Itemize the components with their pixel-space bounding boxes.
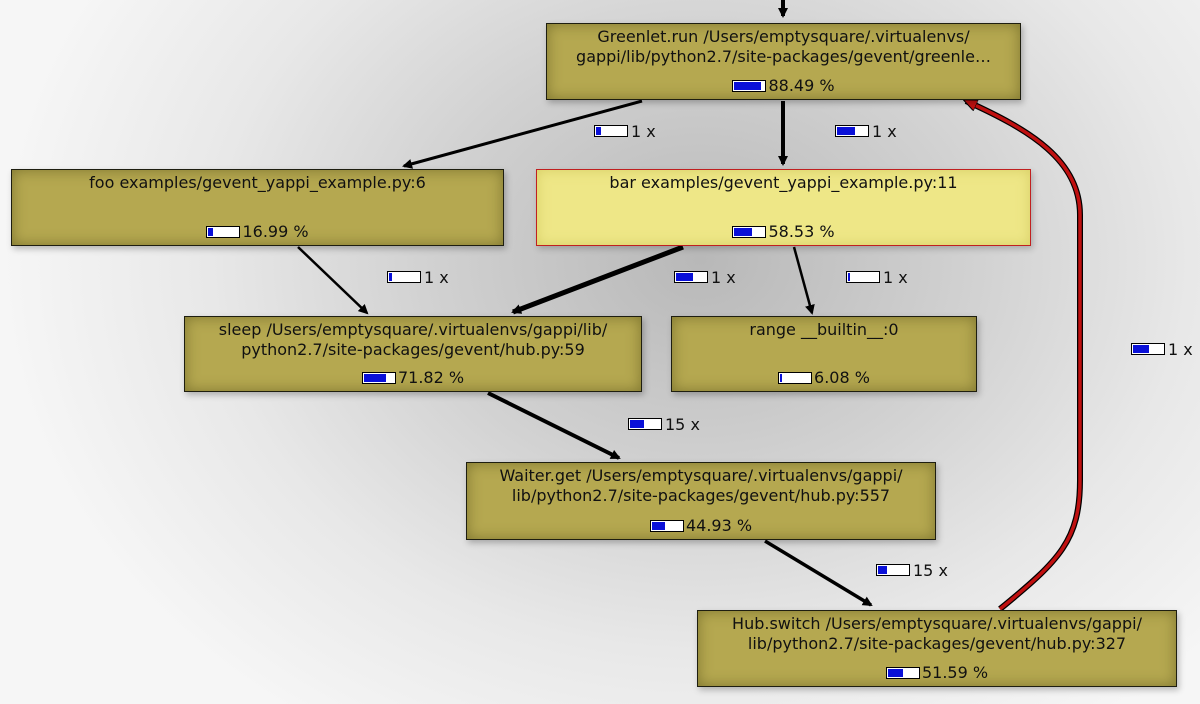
node-range[interactable]: range __builtin__:0 6.08 % bbox=[671, 316, 977, 392]
percent-bar bbox=[732, 226, 767, 238]
node-percent: 58.53 % bbox=[768, 222, 835, 241]
edge-bar bbox=[674, 271, 708, 283]
percent-bar bbox=[649, 520, 684, 532]
edge-bar bbox=[387, 271, 421, 283]
percent-bar bbox=[206, 226, 241, 238]
edge-waiter-hub bbox=[764, 539, 873, 607]
edge-label-hub-greenlet: 1 x bbox=[1131, 339, 1193, 359]
percent-bar bbox=[885, 667, 920, 679]
node-title: Waiter.get /Users/emptysquare/.virtualen… bbox=[499, 466, 903, 505]
edge-count: 1 x bbox=[424, 267, 449, 287]
edge-label-greenlet-bar: 1 x bbox=[835, 121, 897, 141]
edge-label-foo-sleep: 1 x bbox=[387, 267, 449, 287]
node-title: range __builtin__:0 bbox=[749, 320, 899, 339]
edge-count: 15 x bbox=[665, 414, 700, 434]
edge-bar bbox=[876, 564, 910, 576]
node-percent: 71.82 % bbox=[397, 368, 465, 387]
edge-bar bbox=[846, 271, 880, 283]
node-bar[interactable]: bar examples/gevent_yappi_example.py:11 … bbox=[536, 169, 1031, 246]
edge-label-greenlet-foo: 1 x bbox=[594, 121, 656, 141]
node-hub-switch[interactable]: Hub.switch /Users/emptysquare/.virtualen… bbox=[697, 610, 1177, 687]
edge-bar bbox=[835, 125, 869, 137]
edge-count: 1 x bbox=[631, 121, 656, 141]
edge-bar bbox=[594, 125, 628, 137]
edge-bar-range bbox=[792, 246, 815, 315]
node-title: Hub.switch /Users/emptysquare/.virtualen… bbox=[732, 614, 1142, 653]
edge-label-bar-range: 1 x bbox=[846, 267, 908, 287]
edge-foo-sleep bbox=[297, 246, 369, 315]
edge-label-sleep-waiter: 15 x bbox=[628, 414, 700, 434]
percent-bar bbox=[778, 372, 813, 384]
edge-count: 15 x bbox=[913, 560, 948, 580]
node-percent: 88.49 % bbox=[768, 76, 835, 95]
node-percent: 16.99 % bbox=[242, 222, 309, 241]
node-sleep[interactable]: sleep /Users/emptysquare/.virtualenvs/ga… bbox=[184, 316, 642, 392]
edge-count: 1 x bbox=[711, 267, 736, 287]
node-title: Greenlet.run /Users/emptysquare/.virtual… bbox=[576, 27, 991, 66]
edge-greenlet-foo bbox=[402, 99, 643, 169]
node-greenlet-run[interactable]: Greenlet.run /Users/emptysquare/.virtual… bbox=[546, 23, 1021, 100]
edge-bar bbox=[1131, 343, 1165, 355]
edge-label-waiter-hub: 15 x bbox=[876, 560, 948, 580]
node-title: sleep /Users/emptysquare/.virtualenvs/ga… bbox=[218, 320, 608, 359]
node-percent: 6.08 % bbox=[814, 368, 870, 387]
node-waiter-get[interactable]: Waiter.get /Users/emptysquare/.virtualen… bbox=[466, 462, 936, 540]
edge-bar-sleep bbox=[511, 244, 684, 315]
edge-bar bbox=[628, 418, 662, 430]
edge-label-bar-sleep: 1 x bbox=[674, 267, 736, 287]
node-title: foo examples/gevent_yappi_example.py:6 bbox=[89, 173, 426, 192]
edge-sleep-waiter bbox=[487, 391, 621, 460]
node-title: bar examples/gevent_yappi_example.py:11 bbox=[609, 173, 958, 192]
node-percent: 51.59 % bbox=[921, 663, 989, 682]
edge-count: 1 x bbox=[1168, 339, 1193, 359]
edge-count: 1 x bbox=[872, 121, 897, 141]
percent-bar bbox=[361, 372, 396, 384]
node-foo[interactable]: foo examples/gevent_yappi_example.py:6 1… bbox=[11, 169, 504, 246]
node-percent: 44.93 % bbox=[685, 516, 753, 535]
edge-count: 1 x bbox=[883, 267, 908, 287]
percent-bar bbox=[732, 80, 767, 92]
